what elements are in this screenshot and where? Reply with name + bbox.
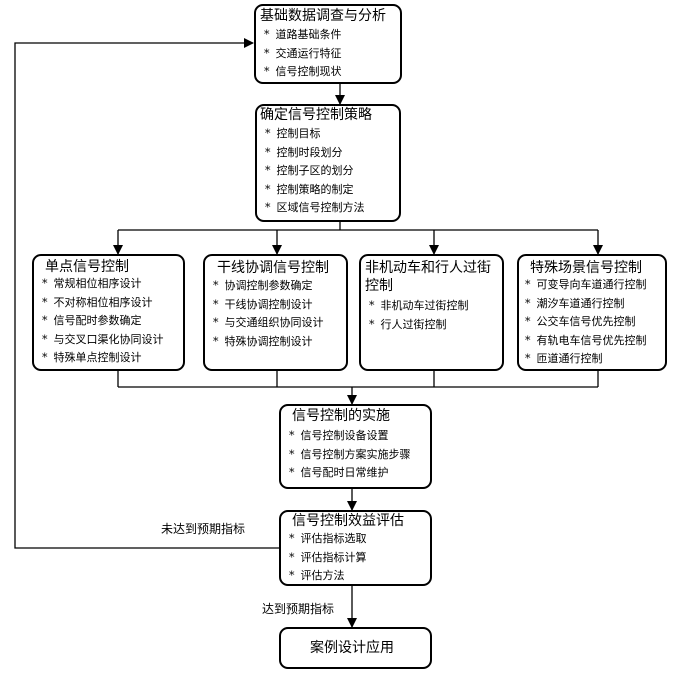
list-item: 控制目标 bbox=[265, 125, 365, 144]
list-item: 可变导向车道通行控制 bbox=[525, 276, 647, 295]
box-arterial-coordination: 干线协调信号控制 协调控制参数确定 干线协调控制设计 与交通组织协同设计 特殊协… bbox=[203, 254, 348, 371]
list-item: 信号控制设备设置 bbox=[289, 427, 411, 446]
box-evaluate-title: 信号控制效益评估 bbox=[292, 513, 404, 529]
box-nonmotor-items: 非机动车过街控制 行人过街控制 bbox=[369, 297, 469, 334]
list-item: 有轨电车信号优先控制 bbox=[525, 332, 647, 351]
list-item: 与交叉口渠化协同设计 bbox=[42, 331, 164, 350]
box-special-items: 可变导向车道通行控制 潮汐车道通行控制 公交车信号优先控制 有轨电车信号优先控制… bbox=[525, 276, 647, 369]
list-item: 信号配时参数确定 bbox=[42, 312, 164, 331]
box-case-title: 案例设计应用 bbox=[310, 640, 394, 656]
list-item: 非机动车过街控制 bbox=[369, 297, 469, 316]
list-item: 评估指标选取 bbox=[289, 530, 367, 549]
box-implement-title: 信号控制的实施 bbox=[292, 408, 390, 424]
list-item: 潮汐车道通行控制 bbox=[525, 295, 647, 314]
box-single-title: 单点信号控制 bbox=[45, 259, 129, 275]
box-nonmotor-title-line2: 控制 bbox=[365, 278, 393, 294]
box-strategy-title: 确定信号控制策略 bbox=[260, 107, 372, 123]
list-item: 信号配时日常维护 bbox=[289, 464, 411, 483]
box-single-items: 常规相位相序设计 不对称相位相序设计 信号配时参数确定 与交叉口渠化协同设计 特… bbox=[42, 275, 164, 368]
box-implement-items: 信号控制设备设置 信号控制方案实施步骤 信号配时日常维护 bbox=[289, 427, 411, 483]
box-single-point-control: 单点信号控制 常规相位相序设计 不对称相位相序设计 信号配时参数确定 与交叉口渠… bbox=[32, 254, 185, 371]
feedback-loop bbox=[14, 38, 279, 549]
list-item: 特殊单点控制设计 bbox=[42, 349, 164, 368]
list-item: 不对称相位相序设计 bbox=[42, 294, 164, 313]
list-item: 干线协调控制设计 bbox=[213, 296, 324, 315]
box-control-strategy: 确定信号控制策略 控制目标 控制时段划分 控制子区的划分 控制策略的制定 区域信… bbox=[255, 104, 401, 222]
list-item: 匝道通行控制 bbox=[525, 350, 647, 369]
list-item: 区域信号控制方法 bbox=[265, 199, 365, 218]
list-item: 公交车信号优先控制 bbox=[525, 313, 647, 332]
label-not-met-target: 未达到预期指标 bbox=[161, 522, 246, 536]
list-item: 交通运行特征 bbox=[264, 45, 342, 64]
list-item: 控制策略的制定 bbox=[265, 181, 365, 200]
box-evaluate-items: 评估指标选取 评估指标计算 评估方法 bbox=[289, 530, 367, 586]
box-arterial-items: 协调控制参数确定 干线协调控制设计 与交通组织协同设计 特殊协调控制设计 bbox=[213, 277, 324, 351]
list-item: 信号控制方案实施步骤 bbox=[289, 446, 411, 465]
box-basic-data-survey: 基础数据调查与分析 道路基础条件 交通运行特征 信号控制现状 bbox=[254, 4, 402, 84]
list-item: 信号控制现状 bbox=[264, 63, 342, 82]
box-strategy-items: 控制目标 控制时段划分 控制子区的划分 控制策略的制定 区域信号控制方法 bbox=[265, 125, 365, 218]
box-basic-data-items: 道路基础条件 交通运行特征 信号控制现状 bbox=[264, 26, 342, 82]
box-nonmotor-title-line1: 非机动车和行人过街 bbox=[365, 260, 491, 276]
list-item: 评估方法 bbox=[289, 567, 367, 586]
box-basic-data-title: 基础数据调查与分析 bbox=[260, 8, 386, 24]
list-item: 控制时段划分 bbox=[265, 144, 365, 163]
box-benefit-evaluation: 信号控制效益评估 评估指标选取 评估指标计算 评估方法 bbox=[279, 510, 432, 586]
list-item: 常规相位相序设计 bbox=[42, 275, 164, 294]
label-met-target: 达到预期指标 bbox=[262, 602, 335, 616]
list-item: 协调控制参数确定 bbox=[213, 277, 324, 296]
box-special-scenario: 特殊场景信号控制 可变导向车道通行控制 潮汐车道通行控制 公交车信号优先控制 有… bbox=[517, 254, 667, 371]
list-item: 道路基础条件 bbox=[264, 26, 342, 45]
list-item: 与交通组织协同设计 bbox=[213, 314, 324, 333]
list-item: 控制子区的划分 bbox=[265, 162, 365, 181]
box-nonmotor-pedestrian: 非机动车和行人过街 控制 非机动车过街控制 行人过街控制 bbox=[359, 254, 504, 371]
box-control-implementation: 信号控制的实施 信号控制设备设置 信号控制方案实施步骤 信号配时日常维护 bbox=[279, 404, 432, 489]
box-special-title: 特殊场景信号控制 bbox=[530, 260, 642, 276]
list-item: 特殊协调控制设计 bbox=[213, 333, 324, 352]
box-arterial-title: 干线协调信号控制 bbox=[217, 260, 329, 276]
list-item: 评估指标计算 bbox=[289, 549, 367, 568]
list-item: 行人过街控制 bbox=[369, 316, 469, 335]
box-case-application: 案例设计应用 bbox=[279, 627, 432, 669]
